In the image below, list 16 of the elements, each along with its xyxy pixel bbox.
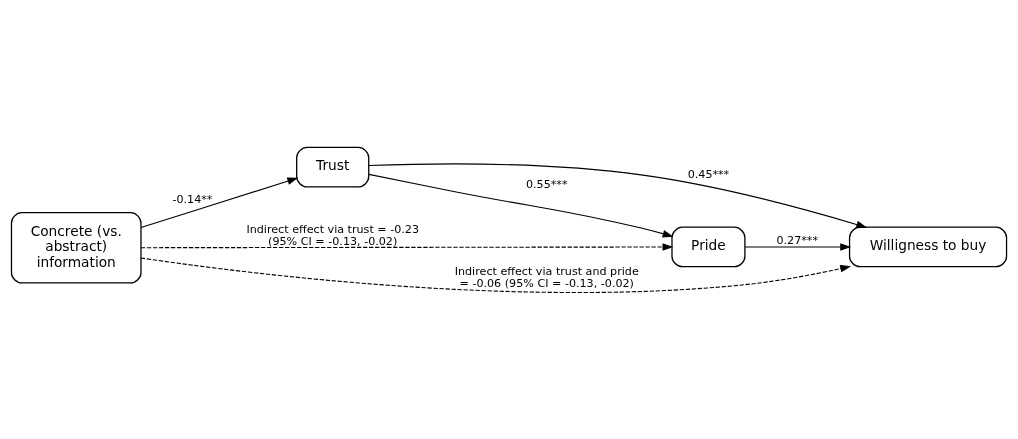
edge-label: -0.14** bbox=[172, 192, 213, 206]
arrow bbox=[744, 242, 852, 251]
arrow bbox=[140, 242, 674, 251]
edge-label: 0.55*** bbox=[525, 177, 568, 191]
arrow bbox=[140, 256, 852, 293]
arrow bbox=[368, 163, 868, 228]
node-box: Trust bbox=[296, 146, 370, 188]
edge-label: 0.45*** bbox=[687, 167, 730, 181]
edge-label: Indirect effect via trust = -0.23 (95% CI = -0.13, -0.02) bbox=[246, 222, 420, 248]
edge-label: Indirect effect via trust and pride = -0.06 (95% CI = -0.13, -0.02) bbox=[454, 264, 639, 290]
node-box: Concrete (vs. abstract) information bbox=[10, 211, 142, 284]
edge-label: 0.27*** bbox=[776, 233, 818, 247]
arrow bbox=[140, 176, 299, 228]
arrow bbox=[368, 173, 674, 237]
node-box: Pride bbox=[671, 226, 746, 267]
node-box: Willigness to buy bbox=[848, 226, 1008, 267]
